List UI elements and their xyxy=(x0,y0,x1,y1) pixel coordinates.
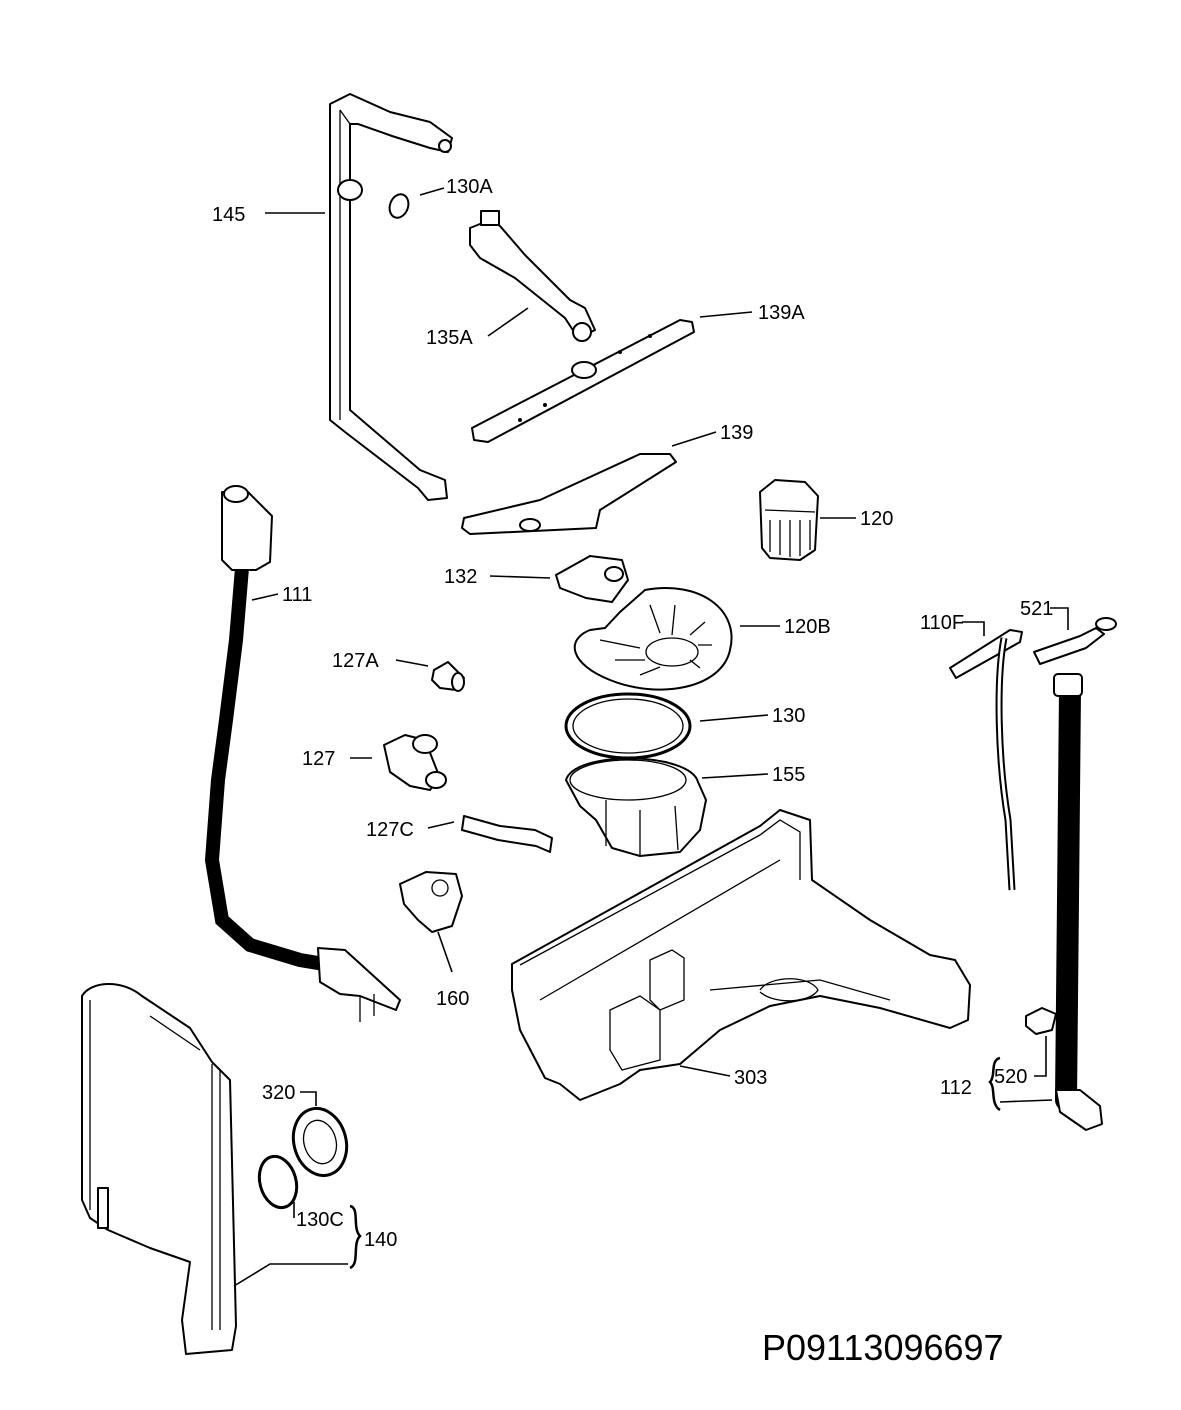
label-112: 112 xyxy=(940,1077,972,1099)
label-303: 303 xyxy=(734,1067,767,1089)
part-155-sump xyxy=(565,757,707,857)
label-127C: 127C xyxy=(366,819,414,841)
label-140: 140 xyxy=(364,1229,397,1251)
drawing-code: P09113096697 xyxy=(762,1327,1004,1368)
label-130C: 130C xyxy=(296,1209,344,1231)
part-111-inlet-hose xyxy=(204,485,401,1022)
label-110F: 110F xyxy=(920,612,964,634)
part-130-seal xyxy=(564,692,692,760)
label-127A: 127A xyxy=(332,650,379,672)
label-139: 139 xyxy=(720,422,753,444)
part-139-lower-spray-arm xyxy=(461,453,677,535)
part-127C-hose xyxy=(461,815,553,853)
part-110F-tube xyxy=(949,629,1023,891)
part-320-ring xyxy=(291,1106,349,1178)
part-135A-arm-supply xyxy=(469,210,596,342)
part-140-side-panel xyxy=(81,982,237,1355)
label-320: 320 xyxy=(262,1082,295,1104)
part-130C-o-ring xyxy=(257,1154,299,1210)
part-127A-connector xyxy=(431,661,465,692)
part-120-filter xyxy=(759,479,819,561)
label-130: 130 xyxy=(772,705,805,727)
part-127-hose-connector xyxy=(383,734,447,791)
part-139A-upper-spray-arm xyxy=(471,319,695,443)
part-130A-o-ring xyxy=(388,193,410,219)
part-520-clamp xyxy=(1025,1007,1057,1035)
part-160-valve xyxy=(399,871,463,933)
part-145-supply-pipe xyxy=(329,93,453,501)
label-160: 160 xyxy=(436,988,469,1010)
label-521: 521 xyxy=(1020,598,1053,620)
label-155: 155 xyxy=(772,764,805,786)
part-120B-filter-plate xyxy=(573,587,733,691)
label-135A: 135A xyxy=(426,327,473,349)
label-132: 132 xyxy=(444,566,477,588)
part-303-base xyxy=(511,809,971,1101)
label-139A: 139A xyxy=(758,302,805,324)
label-120B: 120B xyxy=(784,616,831,638)
label-130A: 130A xyxy=(446,176,493,198)
label-111: 111 xyxy=(282,584,312,606)
part-521-tool xyxy=(1033,617,1117,665)
label-520: 520 xyxy=(994,1066,1027,1088)
leader-lines xyxy=(233,187,1069,1287)
label-127: 127 xyxy=(302,748,335,770)
label-120: 120 xyxy=(860,508,893,530)
part-112-drain-hose xyxy=(1053,673,1103,1131)
part-132-clip xyxy=(555,555,629,603)
label-145: 145 xyxy=(212,204,245,226)
